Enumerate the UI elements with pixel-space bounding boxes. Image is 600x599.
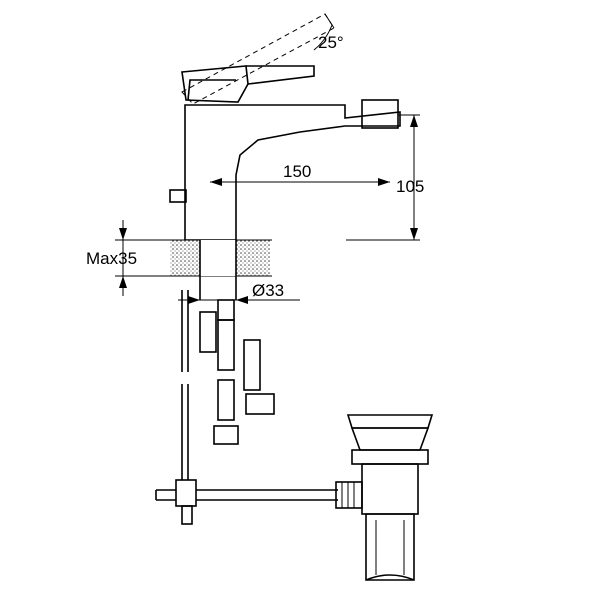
height-dimension: 105: [346, 114, 424, 241]
height-label: 105: [396, 177, 424, 196]
lever-open-outline: [181, 13, 335, 105]
popup-linkage: [155, 479, 338, 525]
max-thickness-label: Max35: [86, 249, 137, 268]
angle-label: 25°: [318, 33, 344, 52]
reach-label: 150: [283, 162, 311, 181]
max-thickness-dimension: Max35: [86, 220, 170, 296]
angle-dimension: 25°: [313, 24, 344, 52]
diameter-dimension: Ø33: [178, 281, 300, 304]
drain-waste: [335, 414, 434, 581]
reach-dimension: 150: [210, 162, 390, 186]
lever-handle: [181, 65, 315, 103]
diameter-label: Ø33: [252, 281, 284, 300]
popup-rod: [181, 290, 189, 480]
flexible-hoses: [199, 299, 275, 445]
countertop-section: [168, 239, 272, 300]
